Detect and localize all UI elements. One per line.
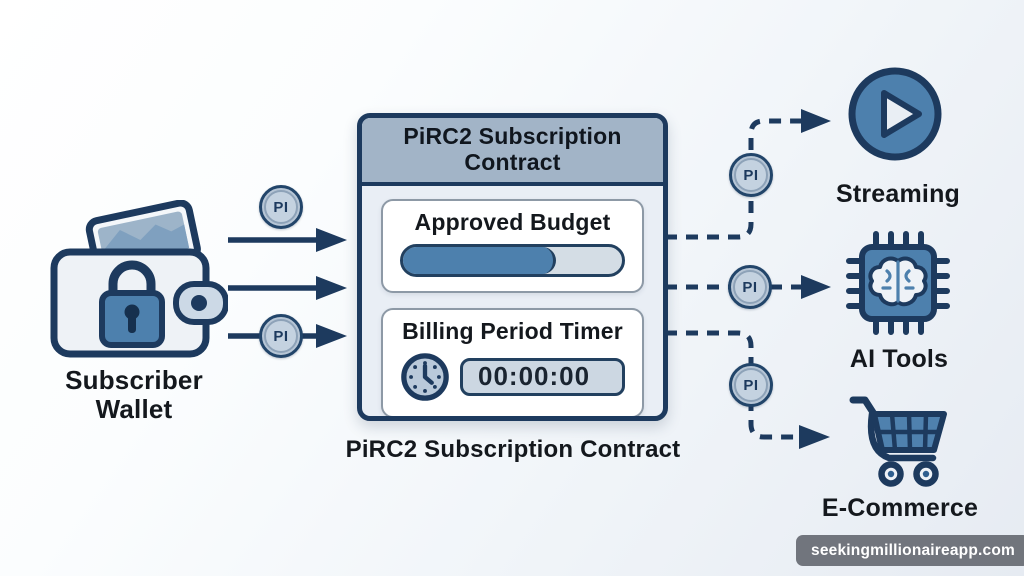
play-circle-icon xyxy=(848,67,942,161)
pi-coin-face: PI xyxy=(264,190,298,224)
arrow-head-3 xyxy=(316,324,347,348)
pi-coin-face: PI xyxy=(264,319,298,353)
clock-icon xyxy=(401,352,449,401)
pi-coin-face: PI xyxy=(734,368,768,402)
arrow-head-ai-tools xyxy=(801,275,831,299)
wallet-label-line1: Subscriber xyxy=(65,365,203,395)
approved-budget-card: Approved Budget xyxy=(381,199,644,293)
pi-coin-wallet-top: PI xyxy=(259,185,303,229)
pi-coin-ecommerce: PI xyxy=(729,363,773,407)
arrow-head-1 xyxy=(316,228,347,252)
dashed-arrow-heads xyxy=(799,109,831,449)
ai-tools-label: AI Tools xyxy=(849,345,949,373)
contract-body: Approved Budget Billing Period Timer xyxy=(362,186,663,416)
ecommerce-label: E-Commerce xyxy=(821,494,979,522)
budget-progress-bar xyxy=(400,243,625,277)
pi-coin-face: PI xyxy=(733,270,767,304)
pi-coin-streaming: PI xyxy=(729,153,773,197)
shopping-cart-icon xyxy=(849,396,947,487)
subscription-contract-box: PiRC2 Subscription Contract Approved Bud… xyxy=(357,113,668,421)
billing-timer-card: Billing Period Timer 00:00:00 xyxy=(381,307,644,416)
billing-timer-title: Billing Period Timer xyxy=(402,317,623,344)
pi-coin-face: PI xyxy=(734,158,768,192)
arrow-head-ecommerce xyxy=(799,425,830,449)
pi-coin-ai-tools: PI xyxy=(728,265,772,309)
timer-value: 00:00:00 xyxy=(478,361,591,391)
watermark-badge: seekingmillionaireapp.com xyxy=(796,535,1024,566)
locked-wallet-icon xyxy=(50,200,228,358)
arrow-head-2 xyxy=(316,276,347,300)
pi-coin-wallet-bottom: PI xyxy=(259,314,303,358)
streaming-label: Streaming xyxy=(835,180,961,208)
contract-header: PiRC2 Subscription Contract xyxy=(362,118,663,186)
wallet-label: Subscriber Wallet xyxy=(36,365,232,425)
timer-display: 00:00:00 xyxy=(460,357,625,396)
contract-header-title: PiRC2 Subscription Contract xyxy=(403,123,622,175)
watermark-text: seekingmillionaireapp.com xyxy=(811,541,1015,559)
contract-caption: PiRC2 Subscription Contract xyxy=(345,436,681,463)
budget-progress-fill xyxy=(403,246,557,274)
arrow-head-streaming xyxy=(801,109,831,133)
ai-chip-brain-icon xyxy=(846,231,950,335)
approved-budget-title: Approved Budget xyxy=(414,209,611,235)
wallet-label-line2: Wallet xyxy=(95,394,173,425)
